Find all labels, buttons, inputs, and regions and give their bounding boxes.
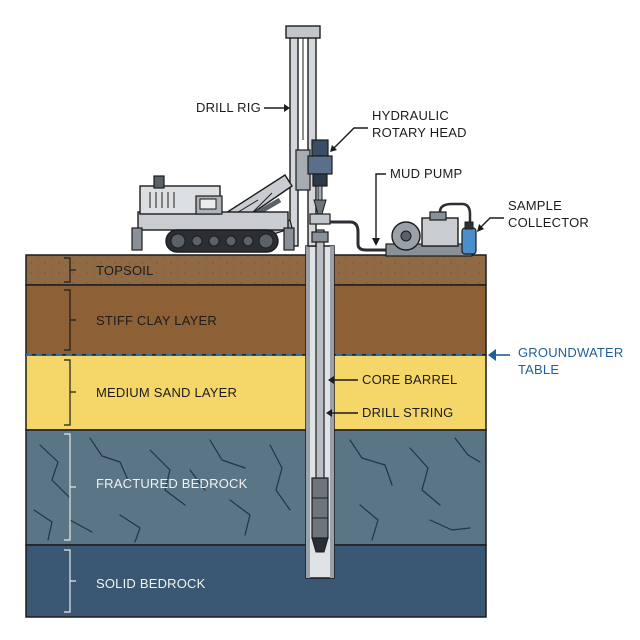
drill-rig — [131, 25, 333, 253]
label-groundwater-line2: TABLE — [518, 362, 559, 377]
layer-medium-sand — [25, 354, 487, 431]
drill-bit — [311, 537, 329, 553]
rig-outrigger-right — [283, 227, 295, 251]
rotary-table — [309, 213, 331, 225]
label-rotary-head-line1: HYDRAULIC — [372, 108, 449, 123]
pump-return-hose — [438, 202, 472, 228]
arrow-rotary-head — [330, 145, 337, 152]
label-medium-sand: MEDIUM SAND LAYER — [96, 385, 237, 400]
arrow-mud-pump — [372, 238, 380, 246]
label-solid-bedrock: SOLID BEDROCK — [96, 576, 206, 591]
crawler-track — [165, 229, 279, 253]
drill-collar — [311, 231, 329, 243]
bracket-medium-sand — [64, 359, 76, 426]
cab-window — [199, 198, 217, 210]
topsoil-texture — [26, 255, 486, 285]
label-groundwater-line1: GROUNDWATER — [518, 345, 623, 360]
mast-crown — [285, 25, 321, 39]
engine-vents — [149, 192, 175, 208]
layer-stiff-clay — [25, 284, 487, 356]
label-drill-rig: DRILL RIG — [196, 100, 261, 115]
soil-profile — [25, 254, 487, 618]
leader-sample-collector — [479, 217, 504, 229]
label-topsoil: TOPSOIL — [96, 263, 154, 278]
drill-string-pipe — [315, 229, 325, 481]
sample-bottle-cap — [464, 221, 474, 230]
rotary-head-chuck — [312, 173, 328, 187]
layer-labels: TOPSOIL STIFF CLAY LAYER MEDIUM SAND LAY… — [64, 257, 248, 613]
sample-bottle — [461, 227, 477, 255]
arrow-drill-string — [326, 409, 332, 417]
equipment-callouts: DRILL RIG HYDRAULIC ROTARY HEAD MUD PUMP… — [196, 100, 623, 420]
pump-motor — [421, 217, 459, 247]
bracket-stiff-clay — [64, 289, 76, 351]
label-core-barrel: CORE BARREL — [362, 372, 457, 387]
label-mud-pump: MUD PUMP — [390, 166, 462, 181]
rig-outrigger-left — [131, 227, 143, 251]
kelly-pipe — [317, 185, 323, 201]
pump-motor-cap — [429, 211, 447, 221]
arrow-drill-rig — [284, 104, 290, 112]
layer-solid-bedrock — [25, 544, 487, 618]
mud-hose — [330, 220, 392, 252]
arrow-core-barrel — [328, 376, 334, 384]
rotary-head-body — [307, 155, 333, 175]
arrow-groundwater — [488, 349, 496, 361]
label-drill-string: DRILL STRING — [362, 405, 454, 420]
layer-fractured-bedrock — [25, 429, 487, 546]
bracket-topsoil — [64, 257, 76, 283]
label-sample-collector-line1: SAMPLE — [508, 198, 562, 213]
mast-left-rail — [289, 31, 299, 247]
bedrock-fractures — [33, 437, 481, 543]
borehole — [305, 229, 335, 579]
leader-rotary-head — [333, 127, 368, 149]
leader-mud-pump — [375, 173, 386, 240]
label-sample-collector-line2: COLLECTOR — [508, 215, 589, 230]
label-stiff-clay: STIFF CLAY LAYER — [96, 313, 217, 328]
bracket-fractured-bedrock — [64, 433, 76, 541]
track-wheels — [170, 233, 274, 249]
arrow-sample-collector — [477, 224, 484, 232]
label-fractured-bedrock: FRACTURED BEDROCK — [96, 476, 248, 491]
core-barrel-body — [311, 477, 329, 539]
pump-hub — [400, 230, 412, 242]
label-rotary-head-line2: ROTARY HEAD — [372, 125, 467, 140]
casing-wall-left — [306, 246, 310, 578]
bracket-solid-bedrock — [64, 549, 76, 613]
rotary-head-top — [311, 139, 329, 157]
exhaust-stack — [153, 175, 165, 189]
mud-pump-assembly — [330, 202, 477, 257]
